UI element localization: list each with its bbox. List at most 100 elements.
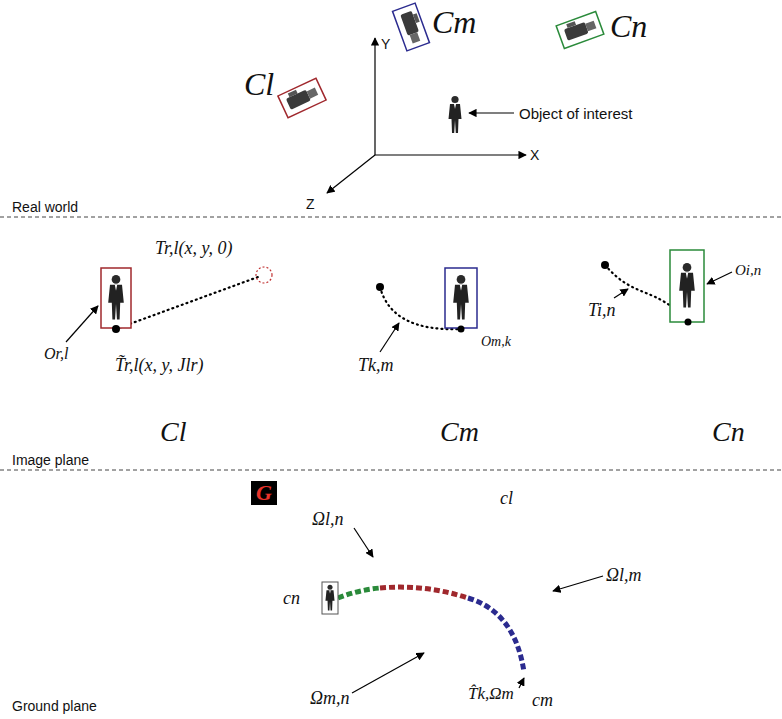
- text-holder: G: [251, 481, 277, 505]
- trajectory-label: T̃r,l(x, y, Jlr): [115, 355, 204, 376]
- footprint-label: cn: [283, 588, 300, 609]
- camera-lens: [307, 88, 319, 99]
- bounding-box: [101, 268, 131, 328]
- person-figure: [453, 275, 469, 320]
- footprint-label: cm: [532, 690, 553, 711]
- node-shape: [552, 235, 779, 405]
- text-holder: Tk,m: [358, 355, 394, 376]
- text-holder: cn: [283, 588, 300, 609]
- camera-lens: [410, 32, 421, 43]
- text-holder: T̂k,Ωm: [468, 684, 514, 704]
- axis-label: Y: [381, 36, 390, 52]
- node-shape: [249, 479, 767, 717]
- ground-trajectory: [468, 598, 524, 672]
- text-holder: cm: [532, 690, 553, 711]
- text-holder: Cn: [610, 8, 647, 45]
- leader-line: [66, 306, 98, 342]
- object-label: Or,l: [44, 345, 68, 363]
- text-holder: Ti,n: [588, 300, 616, 321]
- camera-top: [288, 90, 298, 97]
- text-holder: Real world: [12, 199, 78, 215]
- text-holder: Tr,l(x, y, 0): [155, 238, 233, 259]
- text-holder: cl: [500, 488, 513, 509]
- text-holder: X: [530, 147, 539, 163]
- camera-label: Cl: [160, 416, 186, 448]
- node-shape: [367, 464, 562, 696]
- text-holder: Ωm,n: [310, 688, 350, 709]
- section-divider: [0, 217, 782, 218]
- end-point-marker: [256, 267, 272, 283]
- foot-point: [458, 326, 465, 333]
- person-figure: [108, 275, 124, 320]
- leader-line: [553, 576, 603, 591]
- section-label: Real world: [12, 199, 78, 215]
- text-holder: Or,l: [44, 345, 68, 363]
- object-label: Oi,n: [735, 262, 761, 279]
- foot-point: [685, 319, 692, 326]
- camera-frame: [393, 3, 430, 51]
- camera-icon: [278, 78, 326, 118]
- overlap-label: Ωm,n: [310, 688, 350, 709]
- camera-icon: [556, 12, 604, 49]
- node-outline: [363, 461, 565, 699]
- leader-line: [469, 112, 514, 113]
- camera-label: Cm: [440, 416, 479, 448]
- section-label: Ground plane: [12, 698, 97, 714]
- text-holder: T̃r,l(x, y, Jlr): [115, 355, 204, 376]
- text-holder: Ground plane: [12, 698, 97, 714]
- camera-frame: [556, 12, 604, 49]
- image-plane-view: Ti,n Oi,nCn: [550, 232, 781, 462]
- image-plane-view: Tk,m Om,kCm: [295, 232, 550, 462]
- camera-top: [566, 21, 576, 28]
- text-holder: Oi,n: [735, 262, 761, 279]
- leader-line: [354, 528, 373, 557]
- x-axis: [375, 154, 526, 155]
- text-holder: Y: [381, 36, 390, 52]
- foot-point: [112, 325, 120, 333]
- camera-icon: [393, 3, 430, 51]
- section-divider: [0, 470, 782, 471]
- section-label: Image plane: [12, 452, 89, 468]
- text-holder: Cl: [244, 66, 274, 103]
- text-holder: Cl: [160, 416, 186, 448]
- camera-frame: [278, 78, 326, 118]
- ground-trajectory: [380, 587, 468, 598]
- text-holder: Z: [306, 196, 315, 212]
- node-shape: [297, 235, 547, 405]
- person-figure: [325, 585, 334, 611]
- bounding-box: [322, 582, 338, 614]
- text-holder: Cn: [712, 416, 745, 448]
- text-holder: Om,k: [481, 334, 511, 350]
- callout-text: Object of interest: [519, 105, 632, 122]
- trajectory-label: Tk,m: [358, 355, 394, 376]
- start-point: [601, 261, 609, 269]
- camera-top: [413, 13, 420, 23]
- camera-label: Cl: [244, 66, 274, 103]
- node-shape: [415, 548, 567, 716]
- plane-mark: G: [251, 481, 277, 505]
- person-figure: [679, 263, 695, 308]
- text-holder: Object of interest: [519, 105, 632, 122]
- node-shape: [40, 235, 295, 405]
- start-point: [376, 283, 384, 291]
- node-shape: [265, 490, 500, 700]
- object-label: Om,k: [481, 334, 511, 350]
- trajectory-label: Tr,l(x, y, 0): [155, 238, 233, 259]
- ground-plane-frame: clcmcnGΩl,nΩl,mΩm,nT̂k,Ωm: [247, 477, 769, 719]
- camera-footprint: cl: [363, 461, 565, 699]
- footprint-label: cl: [500, 488, 513, 509]
- bounding-box: [670, 250, 704, 322]
- text-holder: Ωl,n: [312, 509, 344, 530]
- trajectory-label: T̂k,Ωm: [468, 684, 514, 704]
- camera-body: [564, 22, 589, 41]
- leader-line: [352, 653, 424, 693]
- text-holder: Cm: [432, 4, 476, 41]
- leader-line: [614, 289, 628, 298]
- leader-line: [707, 272, 732, 284]
- image-plane-view: Tr,l(x, y, 0) Or,lT̃r,l(x, y, Jlr) Cl: [38, 232, 298, 462]
- axis-label: Z: [306, 196, 315, 212]
- camera-body: [400, 11, 419, 36]
- z-axis: [327, 155, 375, 193]
- camera-label: Cn: [712, 416, 745, 448]
- trajectory-label: Ti,n: [588, 300, 616, 321]
